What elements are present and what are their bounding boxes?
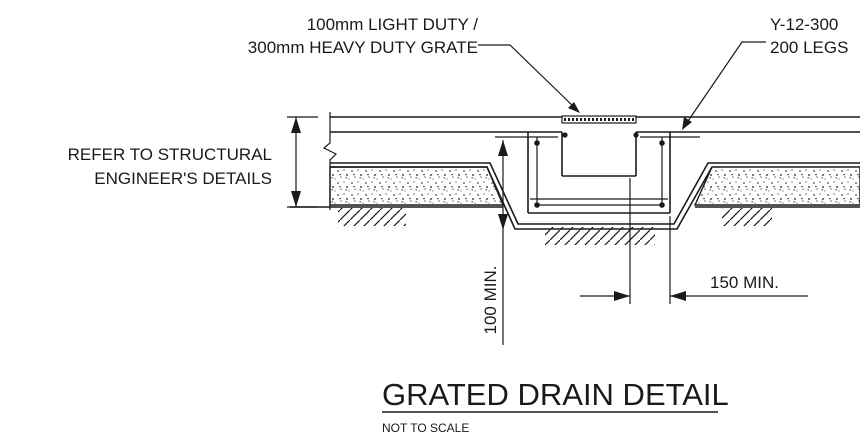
structural-note-line1: REFER TO STRUCTURAL (68, 145, 272, 164)
earth-hatch-left (338, 208, 406, 226)
grate-leader (478, 44, 580, 113)
sub-base-right (693, 166, 860, 206)
bottom-dimension (498, 140, 508, 345)
bar-label-line2: 200 LEGS (770, 38, 848, 57)
bottom-dimension-label: 100 MIN. (481, 266, 500, 335)
grate (561, 115, 637, 124)
earth-hatch-base (545, 227, 655, 245)
earth-hatch-right (722, 208, 772, 226)
side-dimension (580, 178, 808, 304)
grate-label-line2: 300mm HEAVY DUTY GRATE (248, 38, 478, 57)
slab-depth-dimension (287, 116, 318, 208)
drawing-title: GRATED DRAIN DETAIL (382, 377, 729, 412)
bar-leader (682, 41, 766, 130)
scale-note: NOT TO SCALE (382, 421, 469, 435)
bar-label-line1: Y-12-300 (770, 15, 838, 34)
side-dimension-label: 150 MIN. (710, 273, 779, 292)
structural-note-line2: ENGINEER'S DETAILS (94, 169, 272, 188)
sub-base-left (329, 166, 505, 206)
drain-channel (330, 132, 860, 230)
grate-label-line1: 100mm LIGHT DUTY / (307, 15, 479, 34)
reinforcement (495, 132, 700, 208)
